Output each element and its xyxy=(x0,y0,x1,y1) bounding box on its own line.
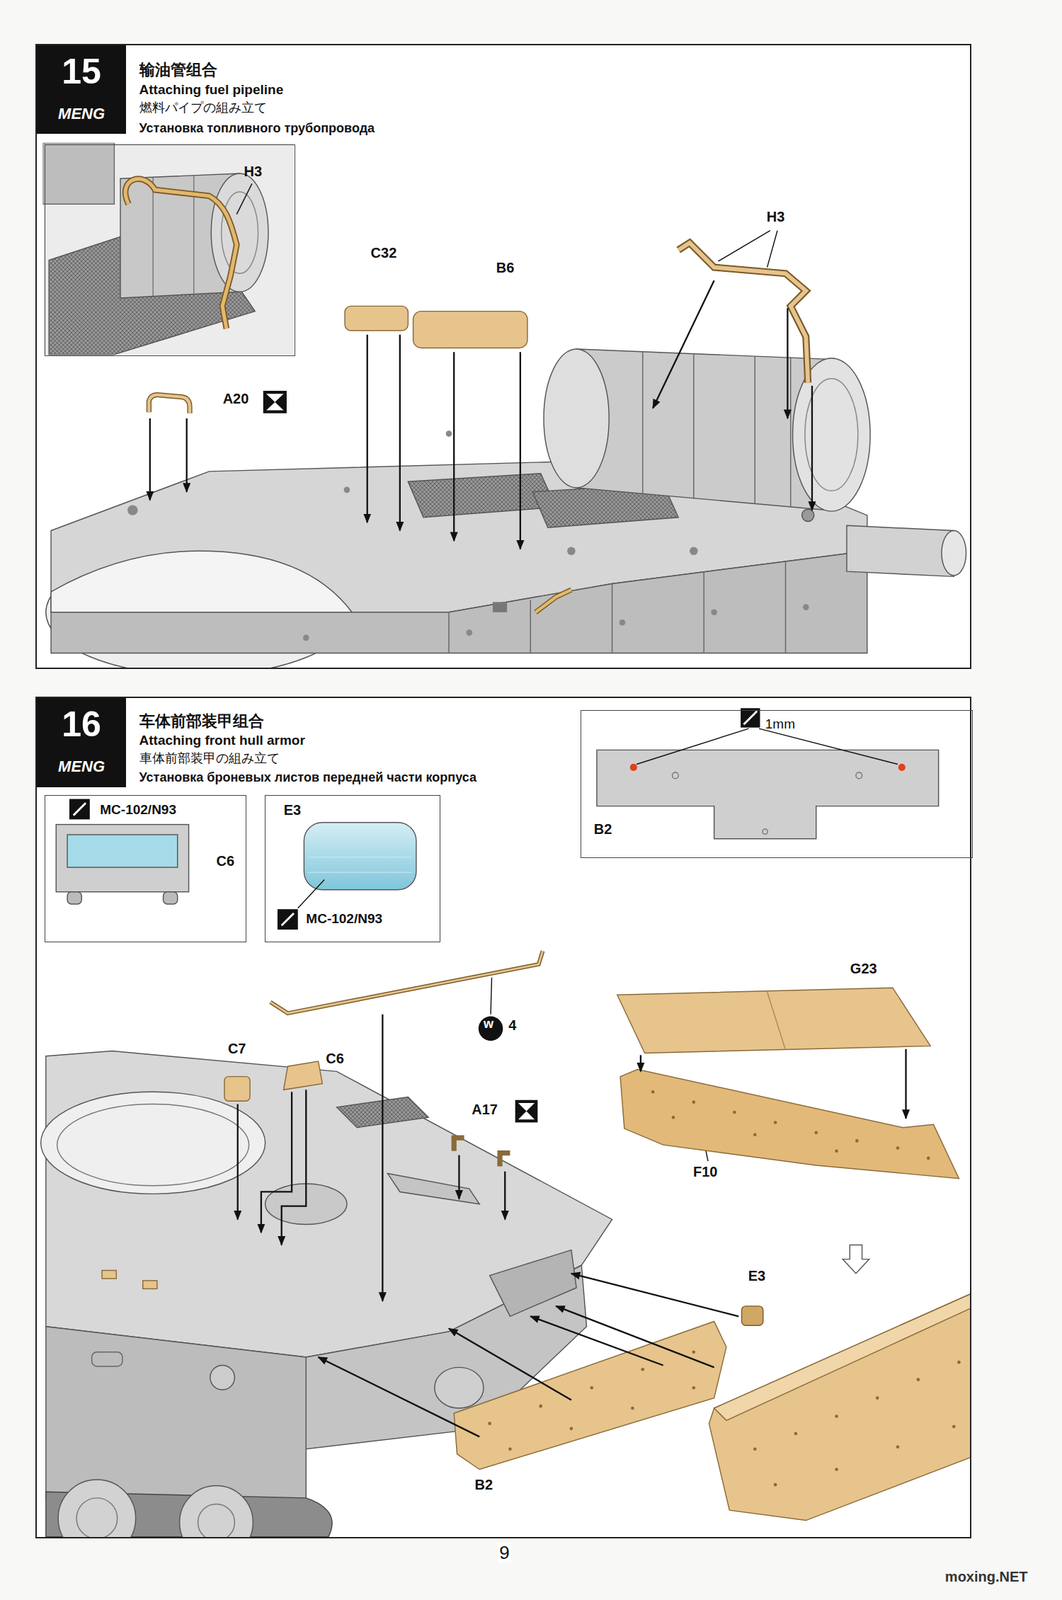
part-number: H3 xyxy=(243,163,262,180)
watermark: moxing.NET xyxy=(943,1568,1030,1585)
paint-detail-box: MC-102/N93C6 xyxy=(44,795,247,942)
hull-top-illustration xyxy=(46,230,967,669)
part-number: E3 xyxy=(746,1268,767,1284)
step-title: 車体前部装甲の組み立て xyxy=(139,751,280,767)
hull-front-illustration xyxy=(41,950,971,1538)
drill-size: 1mm xyxy=(765,716,796,733)
step-title: 车体前部装甲组合 xyxy=(139,712,265,730)
part-number: B2 xyxy=(594,821,613,838)
part-number: C7 xyxy=(226,1040,248,1057)
drill-detail-box: 1mmB2 xyxy=(580,710,973,859)
part-number: C6 xyxy=(324,1050,346,1067)
step-title: 输油管组合 xyxy=(139,60,218,79)
part-number: B2 xyxy=(473,1476,495,1493)
part-number: F10 xyxy=(691,1163,719,1180)
brand-logo: MENG xyxy=(36,104,126,123)
part-number: B6 xyxy=(494,259,517,276)
part-number: H3 xyxy=(765,208,787,225)
detail-illustrations xyxy=(55,708,939,930)
paint-code: MC-102/N93 xyxy=(305,911,383,927)
step-number: 16 xyxy=(36,704,126,746)
step-title: Установка броневых листов передней части… xyxy=(139,770,478,786)
paint-detail-box: E3MC-102/N93 xyxy=(264,795,441,942)
inset-illustration xyxy=(43,143,294,356)
part-number: A20 xyxy=(221,390,251,407)
part-number: C6 xyxy=(216,853,236,870)
step-number: 15 xyxy=(36,51,126,93)
part-number: E3 xyxy=(283,802,301,819)
detail-inset: H3 xyxy=(44,144,296,357)
step-badge: 16MENG xyxy=(36,698,126,787)
step-panel: 车体前部装甲组合 Attaching front hull armor 車体前部装甲… xyxy=(35,696,971,1539)
part-number: C32 xyxy=(369,244,399,261)
step-badge: 15MENG xyxy=(36,45,126,134)
panel-ground xyxy=(35,43,971,1540)
page-number: 9 xyxy=(497,1542,511,1564)
paint-code: MC-102/N93 xyxy=(99,802,177,818)
photo-etch-mark: w xyxy=(483,1017,494,1032)
step-title: Установка топливного трубопровода xyxy=(139,121,376,136)
part-number: G23 xyxy=(848,960,879,977)
part-number: A17 xyxy=(470,1101,500,1118)
step-panel: 输油管组合 Attaching fuel pipeline 燃料パイプの組み立て Ус… xyxy=(35,43,971,670)
step-title: 燃料パイプの組み立て xyxy=(139,100,267,116)
brand-logo: MENG xyxy=(36,757,126,776)
step-title: Attaching front hull armor xyxy=(139,732,306,749)
part-number: 4 xyxy=(506,1017,518,1033)
step-title: Attaching fuel pipeline xyxy=(139,82,284,98)
